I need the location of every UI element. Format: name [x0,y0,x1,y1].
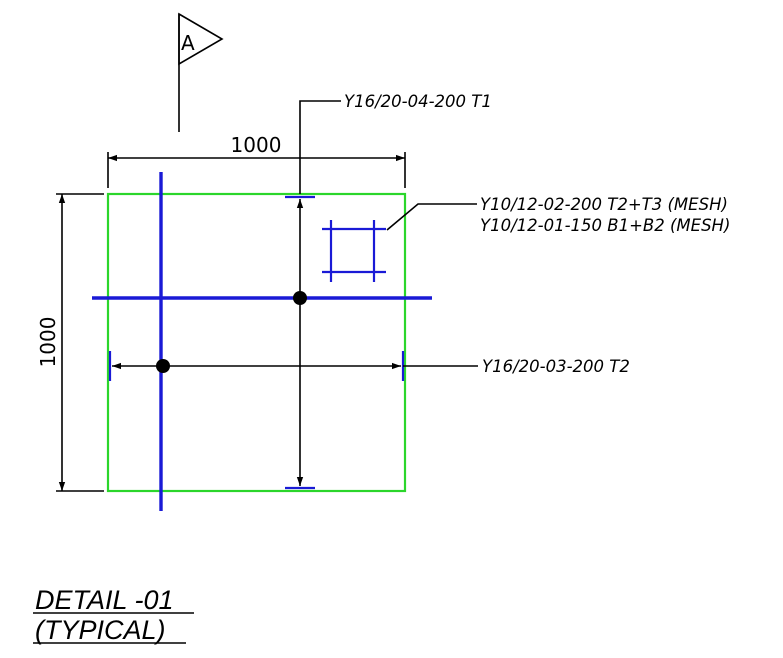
bar-dot-left [156,359,170,373]
leader-line-mesh [386,203,477,231]
leader-line-top-bar [299,100,341,194]
mesh-symbol [322,220,386,282]
leader-mesh: Y10/12-02-200 T2+T3 (MESH) Y10/12-01-150… [386,195,730,235]
section-letter: A [181,31,195,55]
height-dimension: 1000 [36,193,104,492]
detail-subtitle: (TYPICAL) [35,615,166,645]
label-mesh-bottom: Y10/12-01-150 B1+B2 (MESH) [480,216,730,235]
label-horizontal-bar: Y16/20-03-200 T2 [482,357,630,376]
vertical-bar-range [285,195,315,490]
footing-outline [106,192,407,493]
detail-title: DETAIL -01 [35,585,174,615]
label-top-bar: Y16/20-04-200 T1 [344,92,492,111]
leader-top-bar: Y16/20-04-200 T1 [299,92,492,194]
detail-title-block: DETAIL -01 (TYPICAL) [33,585,194,645]
flag-triangle [178,12,224,66]
height-dimension-label: 1000 [36,317,60,368]
label-mesh-top: Y10/12-02-200 T2+T3 (MESH) [480,195,728,214]
width-dimension: 1000 [107,133,406,188]
width-dimension-label: 1000 [231,133,282,157]
bar-dot-center [293,291,307,305]
section-flag-marker: A [178,12,224,132]
horizontal-bar-range [108,351,405,381]
leader-horizontal-bar: Y16/20-03-200 T2 [403,357,630,376]
